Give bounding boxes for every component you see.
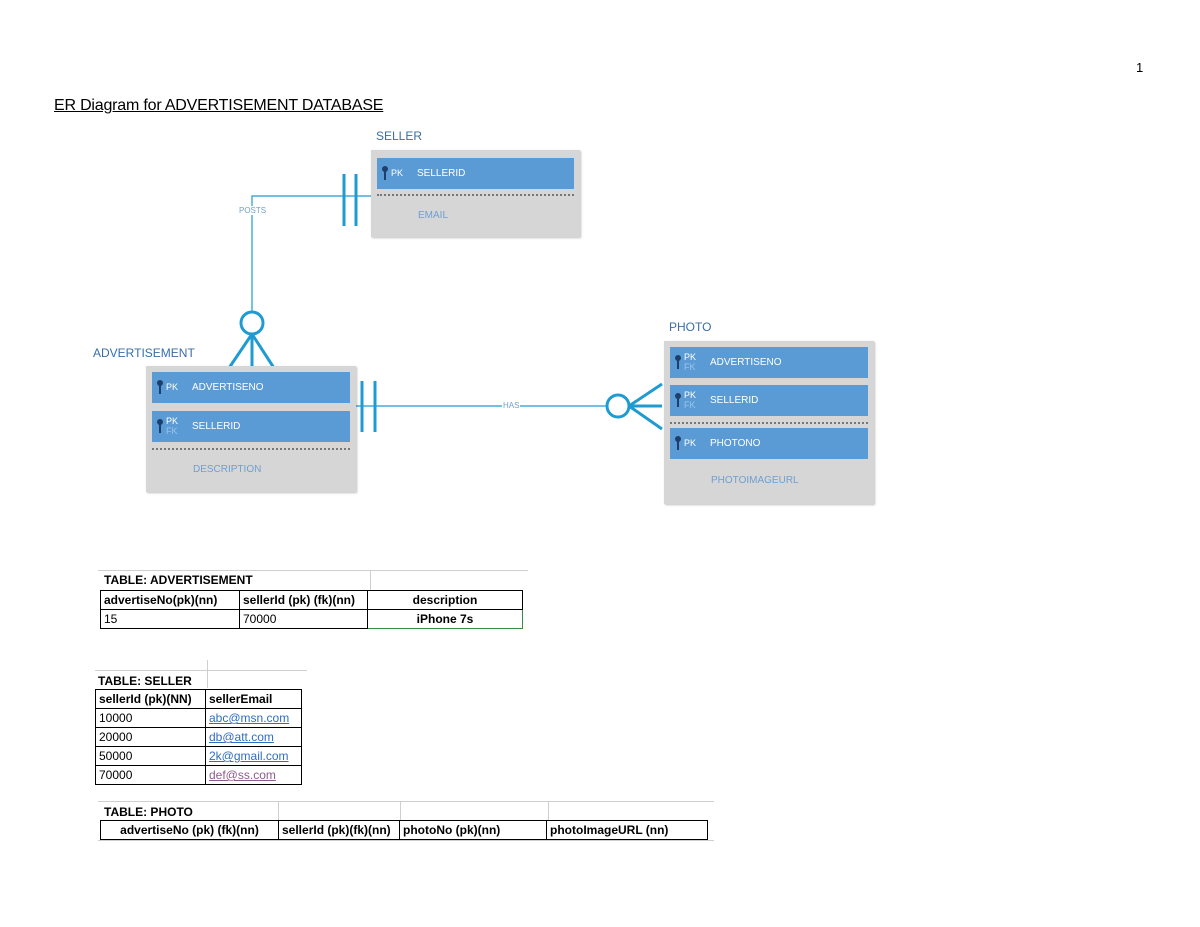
gridline xyxy=(207,660,208,688)
photo-entity-name: PHOTO xyxy=(669,320,712,334)
advertisement-attr-description: DESCRIPTION xyxy=(193,464,262,475)
table-row: 15 70000 iPhone 7s xyxy=(100,609,523,629)
foreign-key-icon: PK FK xyxy=(670,385,704,416)
gridline xyxy=(400,801,401,821)
advertisement-zero-circle xyxy=(239,310,265,336)
advertisement-attr-sellerid: PK FK SELLERID xyxy=(152,411,350,442)
table-row: 10000 abc@msn.com xyxy=(95,708,302,728)
has-relationship-label: HAS xyxy=(502,401,521,410)
advertisement-crow-foot-left xyxy=(227,333,254,369)
primary-key-icon: PK xyxy=(377,158,411,189)
seller-entity: PK SELLERID EMAIL xyxy=(371,150,580,237)
attr-label: SELLERID xyxy=(417,168,466,179)
posts-relationship-label: POSTS xyxy=(238,206,268,215)
table-header-cell: sellerId (pk)(fk)(nn) xyxy=(278,820,400,840)
pk-badge: PK xyxy=(391,168,404,178)
table-header-row: advertiseNo (pk) (fk)(nn) sellerId (pk)(… xyxy=(100,820,708,840)
key-divider xyxy=(152,448,350,450)
table-cell: db@att.com xyxy=(205,727,302,747)
email-link[interactable]: abc@msn.com xyxy=(209,711,290,725)
primary-key-icon: PK xyxy=(152,372,186,403)
table-cell: 70000 xyxy=(239,609,368,629)
pk-badge: PK xyxy=(684,390,697,400)
fk-badge: FK xyxy=(684,362,696,372)
attr-label: ADVERTISENO xyxy=(710,357,782,368)
pk-badge: PK xyxy=(166,416,179,426)
posts-relationship-line xyxy=(251,195,371,311)
page-number: 1 xyxy=(1136,60,1144,75)
gridline xyxy=(370,570,371,590)
seller-table: sellerId (pk)(NN) sellerEmail 10000 abc@… xyxy=(95,689,302,785)
table-cell: 2k@gmail.com xyxy=(205,746,302,766)
photo-crow-foot-bottom xyxy=(628,404,663,431)
gridline xyxy=(98,801,714,802)
seller-table-title: TABLE: SELLER xyxy=(98,674,192,688)
advertisement-table: advertiseNo(pk)(nn) sellerId (pk) (fk)(n… xyxy=(100,590,523,629)
table-cell: 15 xyxy=(100,609,240,629)
advertisement-attr-advertiseno: PK ADVERTISENO xyxy=(152,372,350,403)
photo-crow-foot-top xyxy=(628,382,663,408)
table-header-row: advertiseNo(pk)(nn) sellerId (pk) (fk)(n… xyxy=(100,590,523,610)
photo-table-title: TABLE: PHOTO xyxy=(104,805,193,819)
table-row: 70000 def@ss.com xyxy=(95,765,302,785)
advertisement-entity-name: ADVERTISEMENT xyxy=(93,346,195,360)
attr-label: PHOTONO xyxy=(710,438,761,449)
advertisement-table-title: TABLE: ADVERTISEMENT xyxy=(104,573,253,587)
email-link[interactable]: def@ss.com xyxy=(209,768,276,782)
photo-table: advertiseNo (pk) (fk)(nn) sellerId (pk)(… xyxy=(100,820,708,840)
table-header-cell: description xyxy=(367,590,523,610)
table-header-row: sellerId (pk)(NN) sellerEmail xyxy=(95,689,302,709)
email-link[interactable]: 2k@gmail.com xyxy=(209,749,289,763)
table-header-cell: advertiseNo(pk)(nn) xyxy=(100,590,240,610)
table-header-cell: sellerEmail xyxy=(205,689,302,709)
photo-attr-sellerid: PK FK SELLERID xyxy=(670,385,868,416)
gridline xyxy=(278,801,279,821)
document-title: ER Diagram for ADVERTISEMENT DATABASE xyxy=(54,97,384,114)
photo-attr-advertiseno: PK FK ADVERTISENO xyxy=(670,347,868,378)
photo-attr-photono: PK PHOTONO xyxy=(670,428,868,459)
fk-badge: FK xyxy=(684,400,696,410)
photo-attr-photoimageurl: PHOTOIMAGEURL xyxy=(711,475,799,486)
attr-label: ADVERTISENO xyxy=(192,382,264,393)
table-cell: 20000 xyxy=(95,727,206,747)
attr-label: SELLERID xyxy=(192,421,241,432)
gridline xyxy=(98,840,714,841)
table-header-cell: sellerId (pk)(NN) xyxy=(95,689,206,709)
table-row: 50000 2k@gmail.com xyxy=(95,746,302,766)
pk-badge: PK xyxy=(166,382,179,392)
pk-badge: PK xyxy=(684,438,697,448)
photo-entity: PK FK ADVERTISENO PK FK SELLERID PK PHOT… xyxy=(664,341,874,504)
attr-label: SELLERID xyxy=(710,395,759,406)
table-cell: 50000 xyxy=(95,746,206,766)
table-header-cell: photoNo (pk)(nn) xyxy=(399,820,547,840)
seller-attr-email: EMAIL xyxy=(418,210,449,221)
table-cell: def@ss.com xyxy=(205,765,302,785)
seller-attr-sellerid: PK SELLERID xyxy=(377,158,574,189)
key-divider xyxy=(377,194,574,196)
advertisement-entity: PK ADVERTISENO PK FK SELLERID DESCRIPTIO… xyxy=(146,366,356,492)
key-divider xyxy=(670,422,868,424)
table-header-cell: sellerId (pk) (fk)(nn) xyxy=(239,590,368,610)
photo-zero-circle xyxy=(605,393,631,419)
foreign-key-icon: PK FK xyxy=(152,411,186,442)
table-cell: abc@msn.com xyxy=(205,708,302,728)
advertisement-crow-foot-right xyxy=(250,333,276,369)
foreign-key-icon: PK FK xyxy=(670,347,704,378)
gridline xyxy=(548,801,549,821)
table-cell: iPhone 7s xyxy=(367,609,523,629)
seller-entity-name: SELLER xyxy=(376,129,423,143)
table-header-cell: advertiseNo (pk) (fk)(nn) xyxy=(100,820,279,840)
pk-badge: PK xyxy=(684,352,697,362)
table-header-cell: photoImageURL (nn) xyxy=(546,820,708,840)
table-cell: 10000 xyxy=(95,708,206,728)
email-link[interactable]: db@att.com xyxy=(209,730,274,744)
table-row: 20000 db@att.com xyxy=(95,727,302,747)
gridline xyxy=(95,670,307,671)
primary-key-icon: PK xyxy=(670,428,704,459)
fk-badge: FK xyxy=(166,426,178,436)
table-cell: 70000 xyxy=(95,765,206,785)
gridline xyxy=(98,570,528,571)
